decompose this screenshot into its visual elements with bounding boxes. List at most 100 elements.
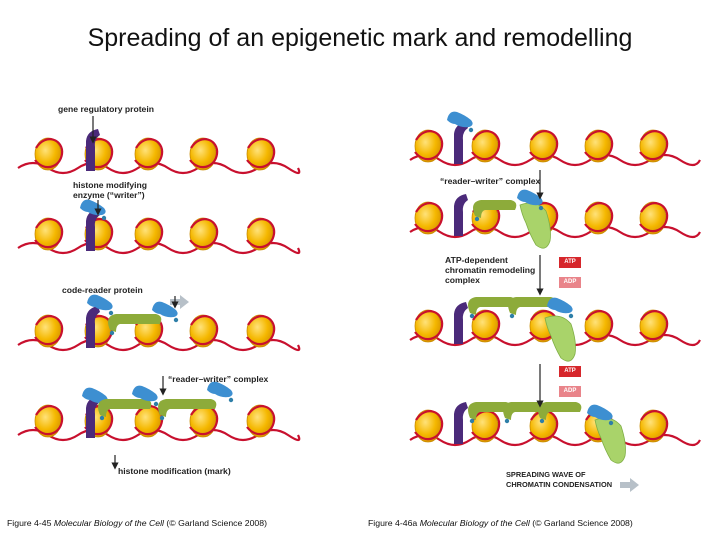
writer-enzyme	[447, 111, 473, 128]
dna-wrap	[414, 310, 444, 341]
dna-wrap	[639, 202, 669, 233]
dna-wrap	[189, 138, 219, 169]
dna-wrap	[189, 315, 219, 346]
label-atp-dependent-3: complex	[445, 275, 480, 285]
caption-left-suffix: (© Garland Science 2008)	[166, 518, 267, 528]
label-spreading-wave-1: SPREADING WAVE OF	[506, 470, 586, 479]
direction-arrow	[170, 295, 189, 309]
caption-left-book: Molecular Biology of the Cell	[53, 518, 164, 528]
dna-wrap	[189, 218, 219, 249]
writer-enzyme	[87, 294, 113, 311]
writer-enzyme	[152, 301, 178, 318]
histone-mark-dot	[469, 418, 475, 424]
caption-right: Figure 4-46a Molecular Biology of the Ce…	[368, 518, 633, 528]
dna-wrap	[34, 405, 64, 436]
caption-right-suffix: (© Garland Science 2008)	[532, 518, 633, 528]
reader-protein	[538, 402, 582, 420]
dna-wrap	[246, 138, 276, 169]
dna-wrap	[639, 130, 669, 161]
caption-left-prefix: Figure 4-45	[7, 518, 52, 528]
writer-enzyme	[132, 385, 158, 402]
label-reader-writer-left: “reader–writer” complex	[168, 374, 269, 384]
histone-mark-dot	[108, 310, 114, 316]
atp-badge: ATP	[559, 257, 581, 268]
dna-wrap	[584, 130, 614, 161]
dna-wrap	[134, 218, 164, 249]
dna-wrap	[414, 202, 444, 233]
gene-regulatory-protein	[86, 209, 100, 251]
gene-regulatory-protein	[86, 396, 100, 438]
histone-mark-dot	[228, 397, 234, 403]
dna-wrap	[246, 315, 276, 346]
histone-mark-dot	[504, 418, 510, 424]
dna-wrap	[639, 410, 669, 441]
writer-enzyme	[82, 387, 108, 404]
dna-wrap	[246, 218, 276, 249]
reader-protein	[503, 402, 547, 420]
direction-arrow	[620, 478, 639, 492]
writer-enzyme	[207, 381, 233, 398]
remodeling-complex	[544, 315, 576, 362]
histone-mark-dot	[509, 313, 515, 319]
histone-mark-dot	[474, 216, 480, 222]
dna-wrap	[134, 138, 164, 169]
page-title: Spreading of an epigenetic mark and remo…	[87, 24, 633, 52]
writer-enzyme	[547, 297, 573, 314]
label-histone-modifying-2: enzyme (“writer”)	[73, 190, 145, 200]
dna-wrap	[34, 218, 64, 249]
gene-regulatory-protein	[454, 402, 468, 444]
remodeling-complex	[594, 417, 626, 464]
label-gene-regulatory-protein: gene regulatory protein	[58, 104, 154, 114]
histone-mark-dot	[153, 401, 159, 407]
dna-wrap	[529, 130, 559, 161]
histone-mark-dot	[109, 330, 115, 336]
caption-right-book: Molecular Biology of the Cell	[419, 518, 530, 528]
adp-badge: ADP	[559, 386, 581, 397]
dna-wrap	[584, 310, 614, 341]
adp-badge: ADP	[559, 277, 581, 288]
dna-wrap	[584, 202, 614, 233]
label-atp-dependent-1: ATP-dependent	[445, 255, 508, 265]
histone-mark-dot	[469, 313, 475, 319]
reader-protein	[468, 297, 517, 315]
caption-right-prefix: Figure 4-46a	[368, 518, 418, 528]
atp-badge: ATP	[559, 366, 581, 377]
reader-protein	[508, 297, 557, 315]
gene-regulatory-protein	[454, 122, 468, 164]
histone-mark-dot	[539, 418, 545, 424]
dna-wrap	[246, 405, 276, 436]
histone-mark-dot	[468, 127, 474, 133]
reader-protein	[108, 314, 162, 332]
dna-wrap	[414, 410, 444, 441]
dna-wrap	[471, 310, 501, 341]
dna-wrap	[34, 138, 64, 169]
gene-regulatory-protein	[86, 306, 100, 348]
dna-wrap	[639, 310, 669, 341]
gene-regulatory-protein	[454, 302, 468, 344]
histone-mark-dot	[568, 313, 574, 319]
histone-mark-dot	[538, 205, 544, 211]
reader-protein	[473, 200, 517, 218]
label-code-reader-protein: code-reader protein	[62, 285, 143, 295]
writer-enzyme	[587, 404, 613, 421]
reader-protein	[98, 399, 152, 417]
label-atp-dependent-2: chromatin remodeling	[445, 265, 536, 275]
writer-enzyme	[517, 189, 543, 206]
histone-mark-dot	[159, 415, 165, 421]
label-reader-writer-right: “reader–writer” complex	[440, 176, 541, 186]
remodeling-complex	[519, 202, 551, 249]
dna-wrap	[34, 315, 64, 346]
gene-regulatory-protein	[454, 194, 468, 236]
reader-protein	[468, 402, 512, 420]
histone-mark-dot	[101, 215, 107, 221]
histone-mark-dot	[99, 415, 105, 421]
histone-mark-dot	[608, 420, 614, 426]
label-histone-modifying-1: histone modifying	[73, 180, 147, 190]
writer-enzyme	[80, 199, 106, 216]
dna-wrap	[471, 130, 501, 161]
reader-protein	[158, 399, 217, 417]
dna-wrap	[414, 130, 444, 161]
label-spreading-wave-2: CHROMATIN CONDENSATION	[506, 480, 613, 489]
label-histone-modification: histone modification (mark)	[118, 466, 231, 476]
